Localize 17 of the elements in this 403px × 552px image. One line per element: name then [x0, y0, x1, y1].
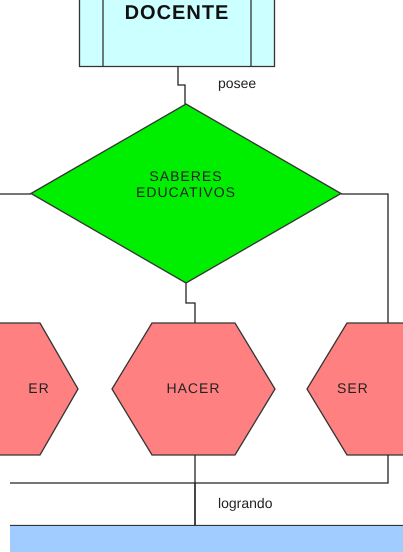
edge-label: logrando [216, 495, 274, 511]
hexagon-shape [0, 323, 78, 455]
node-label: SABERES EDUCATIVOS [135, 168, 237, 200]
title-label: DOCENTE [124, 2, 230, 25]
hexagon-shape [112, 323, 275, 455]
process-box [79, 0, 275, 67]
node-label: SER [337, 380, 369, 396]
band [10, 525, 403, 552]
decision-diamond [31, 104, 341, 283]
connector-line [0, 193, 31, 195]
connector-line [10, 482, 196, 525]
node-label: ER [27, 380, 51, 396]
node-label: HACER [165, 380, 222, 396]
connector-line [185, 283, 196, 323]
hexagon-shape [307, 323, 403, 455]
connector-line [341, 193, 389, 323]
connector-line [177, 67, 186, 104]
